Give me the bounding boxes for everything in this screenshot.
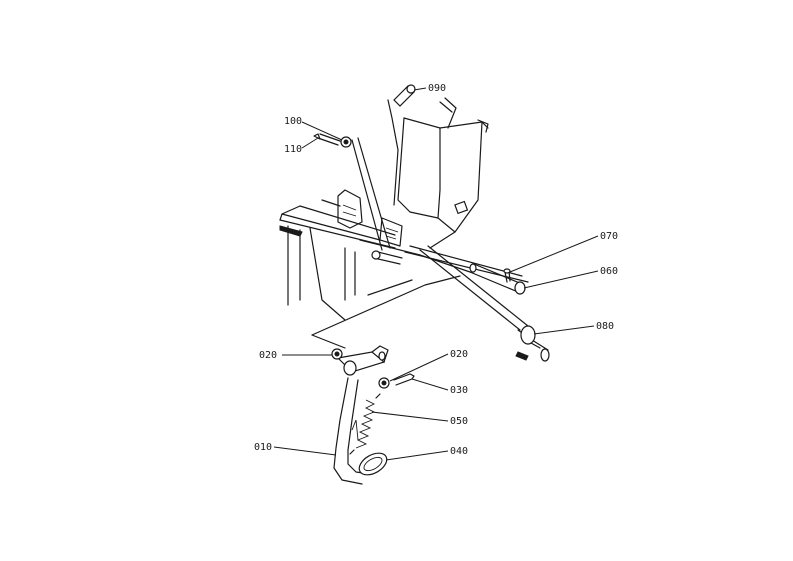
label-050: 050 xyxy=(450,416,468,427)
part-070-pin xyxy=(503,268,511,283)
part-020a-washer xyxy=(331,348,343,360)
part-110-pin xyxy=(313,133,341,146)
label-100: 100 xyxy=(284,116,302,127)
part-010-pedal-arm xyxy=(333,345,389,485)
label-020b: 020 xyxy=(450,349,468,360)
part-080-lever xyxy=(419,245,550,362)
pedal-bracket-housing xyxy=(379,97,489,249)
part-090-grip xyxy=(393,84,416,107)
label-080: 080 xyxy=(596,321,614,332)
label-090: 090 xyxy=(428,83,446,94)
callout-leaders xyxy=(273,87,599,461)
part-040-pedal-pad xyxy=(358,452,388,476)
cross-shaft xyxy=(371,245,529,283)
part-050-spring xyxy=(349,393,381,455)
part-labels: 100 110 090 070 060 080 020 020 030 050 … xyxy=(254,83,618,457)
label-010: 010 xyxy=(254,442,272,453)
label-060: 060 xyxy=(600,266,618,277)
part-020b-washer xyxy=(378,377,390,389)
part-030-cotter-pin xyxy=(393,373,415,386)
frame-assembly xyxy=(279,137,471,349)
label-020a: 020 xyxy=(259,350,277,361)
label-110: 110 xyxy=(284,144,302,155)
label-070: 070 xyxy=(600,231,618,242)
part-100-washer xyxy=(340,136,352,148)
label-040: 040 xyxy=(450,446,468,457)
label-030: 030 xyxy=(450,385,468,396)
